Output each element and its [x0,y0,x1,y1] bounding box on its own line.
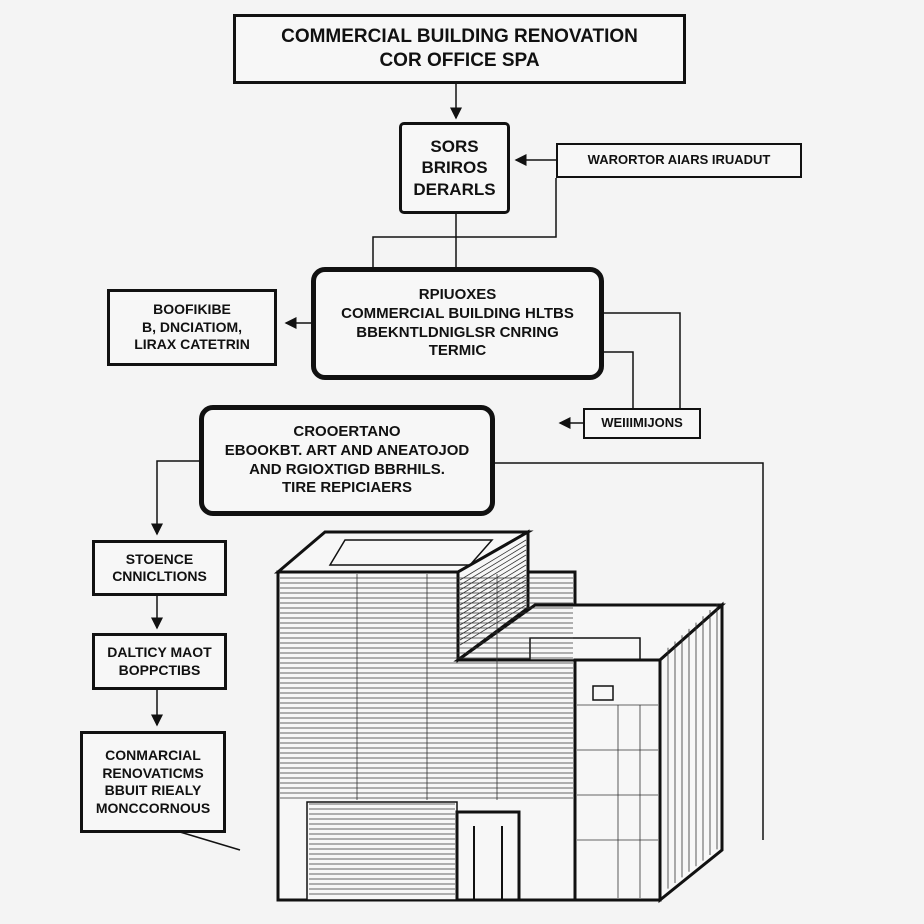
facade-line [459,594,527,636]
node-text: COMMERCIAL BUILDING HLTBS [341,304,574,322]
node-main: RPIUOXES COMMERCIAL BUILDING HLTBS BBEKN… [311,267,604,380]
facade-line [459,544,527,586]
node-left: BOOFIKIBE B, DNCIATIOM, LIRAX CATETRIN [107,289,277,366]
node-text: MONCCORNOUS [95,799,211,816]
node-text: WARORTOR AIARS IRUADUT [587,152,771,168]
node-text: BBUIT RIEALY [104,782,202,798]
node-text: SORS [430,137,479,157]
node-text: BOPPCTIBS [118,661,201,678]
node-daltict: DALTICY MAOT BOPPCTIBS [92,633,227,690]
facade-line [459,574,527,616]
node-text: RENOVATICMS [102,764,204,781]
facade-line [459,604,527,646]
node-text: DALTICY MAOT [107,644,212,660]
node-crooertano: CROOERTANO EBOOKBT. ART AND ANEATOJOD AN… [199,405,495,516]
node-text: LIRAX CATETRIN [134,336,250,353]
node-text: DERARLS [413,179,496,199]
facade-line [459,539,527,581]
node-text: CROOERTANO [293,423,401,440]
title-box: COMMERCIAL BUILDING RENOVATION COR OFFIC… [233,14,686,84]
node-text: B, DNCIATIOM, [141,318,243,335]
node-stoence: STOENCE CNNICLTIONS [92,540,227,596]
node-sors: SORS BRIROS DERARLS [399,122,510,214]
title-line: COR OFFICE SPA [379,50,540,71]
facade-line [459,564,527,606]
facade-line [459,554,527,596]
facade-line [459,579,527,621]
facade-line [459,599,527,641]
node-text: CNNICLTIONS [112,568,207,584]
node-weiimijons: WEIIIMIJONS [583,408,701,439]
title-line: COMMERCIAL BUILDING RENOVATION [281,26,638,48]
node-warortor: WARORTOR AIARS IRUADUT [556,143,802,178]
node-text: AND RGIOXTIGD BBRHILS. [249,460,445,478]
node-text: RPIUOXES [418,286,497,303]
node-commercial: CONMARCIAL RENOVATICMS BBUIT RIEALY MONC… [80,731,226,833]
facade-line [459,569,527,611]
node-text: WEIIIMIJONS [601,415,683,431]
facade-line [459,559,527,601]
node-text: BBEKNTLDNIGLSR CNRING [356,323,559,341]
building-illustration [273,529,726,904]
node-text: BOOFIKIBE [153,301,231,318]
facade-line [459,589,527,631]
facade-line [459,549,527,591]
node-text: STOENCE [125,550,194,567]
node-text: TERMIC [428,342,487,360]
node-text: TIRE REPICIAERS [281,479,413,497]
node-text: CONMARCIAL [105,747,201,763]
node-text: BRIROS [421,158,488,178]
facade-line [459,584,527,626]
node-text: EBOOKBT. ART AND ANEATOJOD [224,441,470,459]
